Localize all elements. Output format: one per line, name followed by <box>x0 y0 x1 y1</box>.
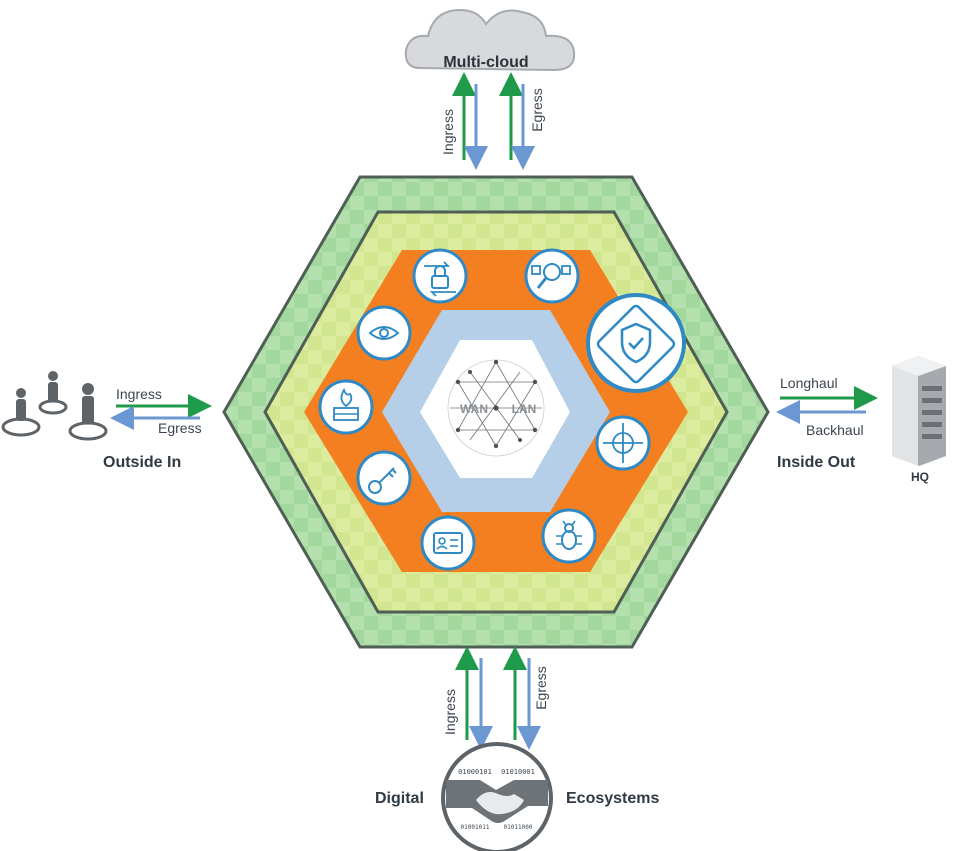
hq-building-icon <box>892 356 946 466</box>
id-card-icon <box>420 515 476 571</box>
left-egress-label: Egress <box>158 420 202 436</box>
bottom-egress-label: Egress <box>533 666 549 710</box>
bug-icon <box>541 508 597 564</box>
mesh-nodes <box>455 359 538 449</box>
firewall-icon <box>318 379 374 435</box>
top-ingress-label: Ingress <box>440 109 456 155</box>
handshake-icon <box>441 742 553 851</box>
inside-out-label: Inside Out <box>777 454 856 471</box>
eye-icon <box>356 305 412 361</box>
wan-label: WAN <box>460 402 488 416</box>
binary-bottom-right: 01011000 <box>504 824 533 831</box>
shield-check-icon <box>586 293 686 393</box>
binary-top-left: 01000101 <box>458 768 492 776</box>
crosshair-icon <box>595 415 651 471</box>
key-icon <box>356 450 412 506</box>
longhaul-label: Longhaul <box>780 375 838 391</box>
outside-in-label: Outside In <box>103 454 181 471</box>
binary-top-right: 01010001 <box>501 768 535 776</box>
lock-transfer-icon <box>412 248 468 304</box>
cloud-icon <box>404 8 576 72</box>
magnifier-network-icon <box>524 248 580 304</box>
lan-label: LAN <box>512 402 537 416</box>
ecosystems-label: Ecosystems <box>566 790 659 807</box>
people-group-icon <box>1 371 108 441</box>
backhaul-label: Backhaul <box>806 422 864 438</box>
left-ingress-label: Ingress <box>116 386 162 402</box>
top-egress-label: Egress <box>529 88 545 132</box>
cloud-label: Multi-cloud <box>443 54 528 71</box>
binary-bottom-left: 01001011 <box>461 824 490 831</box>
bottom-ingress-label: Ingress <box>442 689 458 735</box>
digital-label: Digital <box>375 790 424 807</box>
hq-label: HQ <box>911 470 929 484</box>
